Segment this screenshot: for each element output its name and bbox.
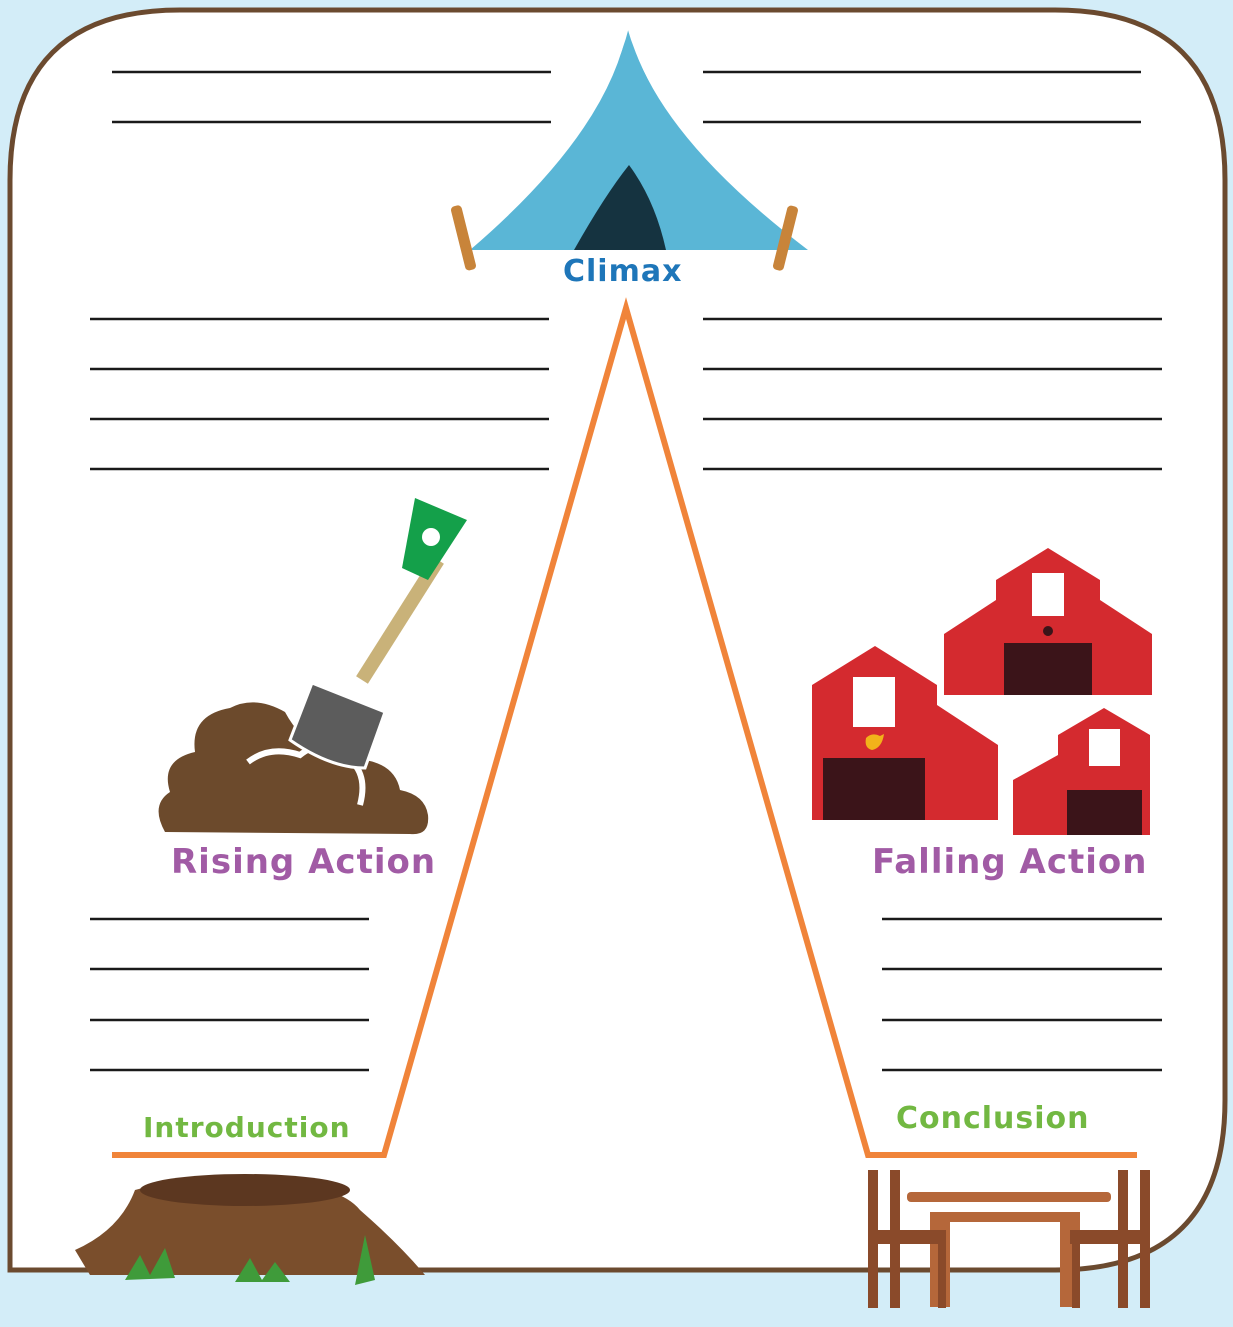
picnic-table-icon: [868, 1170, 1150, 1308]
tent-icon: [451, 24, 808, 271]
writing-lines: [90, 70, 1162, 1072]
falling-action-label: Falling Action: [872, 842, 1148, 882]
barns-icon: [812, 548, 1152, 835]
climax-label: Climax: [563, 254, 683, 289]
conclusion-label: Conclusion: [896, 1101, 1090, 1136]
chicken-icon: [865, 734, 884, 750]
frame-border: [7, 7, 1228, 1273]
plot-line: [112, 297, 1137, 1158]
introduction-label: Introduction: [143, 1111, 351, 1144]
tree-stump-icon: [75, 1174, 425, 1285]
rising-action-label: Rising Action: [171, 842, 437, 882]
shovel-icon: [288, 498, 467, 770]
